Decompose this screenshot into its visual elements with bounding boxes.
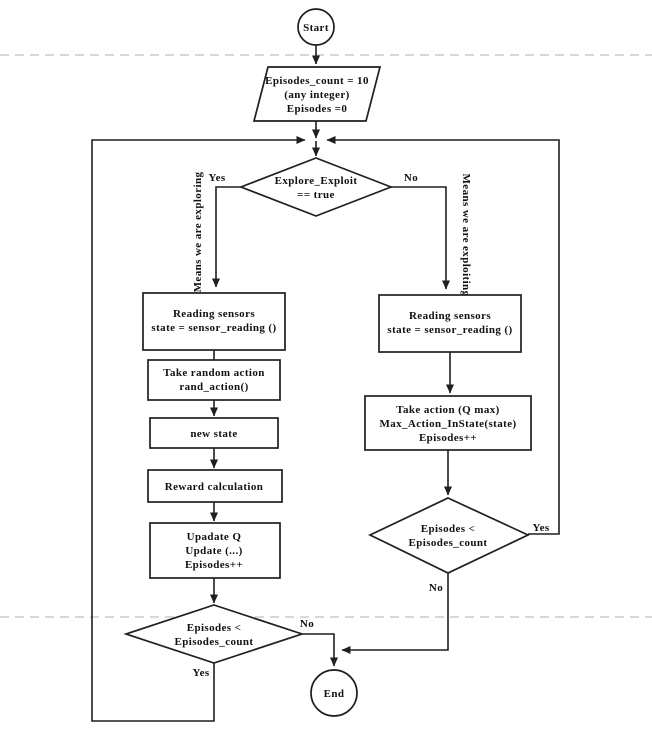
left-random-action-line-1: Take random action [163, 367, 265, 379]
explore-yes-label: Yes [208, 172, 225, 184]
right-read-sensors-box [378, 294, 522, 353]
left-reward-line-1: Reward calculation [165, 481, 264, 493]
start-node [297, 8, 335, 46]
left-read-sensors-line-2: state = sensor_reading () [151, 322, 276, 334]
left-episode-decision-diamond [123, 604, 305, 664]
right-read-sensors-line-2: state = sensor_reading () [387, 324, 512, 336]
left-read-sensors-line-1: Reading sensors [173, 308, 255, 320]
right-episode-decision-line-2: Episodes_count [409, 537, 488, 549]
left-update-q-line-2: Update (...) [185, 545, 242, 557]
explore-no-label: No [404, 172, 418, 184]
edge-right-loop-yes [326, 136, 560, 535]
edge-explore-no-branch [391, 186, 450, 290]
edge-explore-yes-branch [212, 186, 241, 288]
edge-left-loop-yes [91, 136, 306, 722]
init-line-2: (any integer) [284, 89, 349, 101]
left-reward-box [147, 469, 283, 503]
left-episode-decision-line-2: Episodes_count [175, 636, 254, 648]
right-read-sensors-line-1: Reading sensors [409, 310, 491, 322]
end-label: End [324, 688, 345, 700]
right-take-action-line-2: Max_Action_InState(state) [379, 418, 516, 430]
left-random-action-line-2: rand_action() [179, 381, 248, 393]
init-line-3: Episodes =0 [287, 103, 348, 115]
explore-decision-diamond [238, 157, 394, 217]
left-read-sensors-box [142, 292, 286, 351]
left-new-state-line-1: new state [190, 428, 237, 440]
right-take-action-box [364, 395, 532, 451]
left-episode-decision-line-1: Episodes < [187, 622, 242, 634]
edge-left-decision-no-to-end [302, 633, 338, 667]
left-branch-note: Means we are exploring [192, 172, 204, 293]
right-take-action-line-3: Episodes++ [419, 432, 477, 444]
right-take-action-line-1: Take action (Q max) [396, 404, 499, 416]
end-node [310, 669, 358, 717]
left-decision-no-label: No [300, 618, 314, 630]
init-parallelogram [252, 66, 382, 122]
init-line-1: Episodes_count = 10 [265, 75, 369, 87]
right-decision-no-label: No [429, 582, 443, 594]
left-new-state-box [149, 417, 279, 449]
left-random-action-box [147, 359, 281, 401]
left-update-q-line-3: Episodes++ [185, 559, 243, 571]
right-episode-decision-diamond [368, 497, 531, 574]
right-branch-note: Means we are exploiting [460, 174, 472, 297]
left-decision-yes-label: Yes [192, 667, 209, 679]
left-update-q-line-1: Upadate Q [187, 531, 242, 543]
start-label: Start [303, 22, 329, 34]
explore-decision-line-1: Explore_Exploit [275, 175, 358, 187]
right-decision-yes-label: Yes [532, 522, 549, 534]
edge-right-decision-no [341, 573, 449, 654]
explore-decision-line-2: == true [297, 189, 335, 201]
left-update-q-box [149, 522, 281, 579]
right-episode-decision-line-1: Episodes < [421, 523, 476, 535]
